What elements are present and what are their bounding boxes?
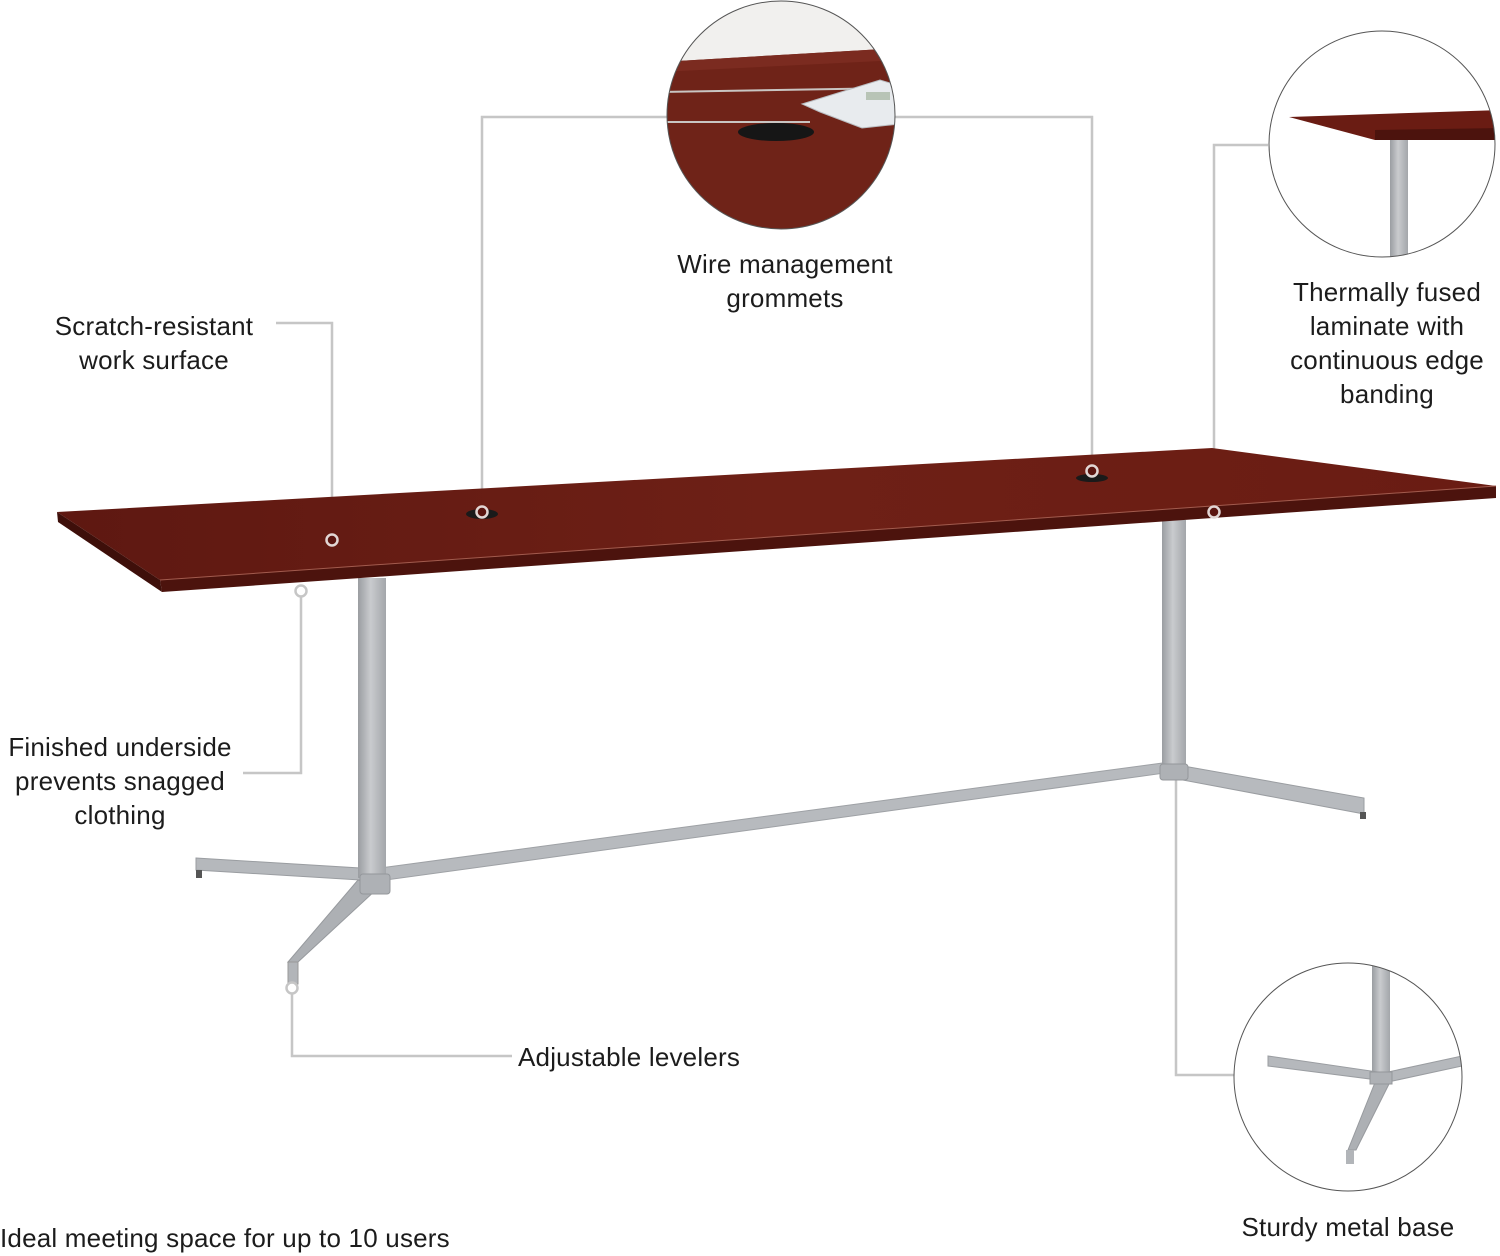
callout-finished-underside: Finished underside prevents snagged clot… bbox=[8, 732, 232, 830]
grommet-detail-circle bbox=[666, 0, 896, 230]
table-top bbox=[57, 448, 1497, 592]
base-detail-circle bbox=[1233, 962, 1463, 1192]
callout-scratch-resistant: Scratch-resistant work surface bbox=[54, 311, 254, 375]
table-base bbox=[195, 520, 1366, 985]
edge-detail-circle bbox=[1268, 30, 1496, 258]
callout-markers bbox=[285, 464, 1221, 995]
callout-wire-grommets: Wire management grommets bbox=[677, 249, 893, 313]
leader-lines bbox=[243, 115, 1268, 1077]
footer-caption: Ideal meeting space for up to 10 users bbox=[0, 1223, 450, 1253]
callout-adjustable-levelers: Adjustable levelers bbox=[518, 1042, 741, 1072]
callout-sturdy-base: Sturdy metal base bbox=[1241, 1212, 1455, 1242]
callout-thermally-fused: Thermally fused laminate with continuous… bbox=[1290, 277, 1484, 409]
